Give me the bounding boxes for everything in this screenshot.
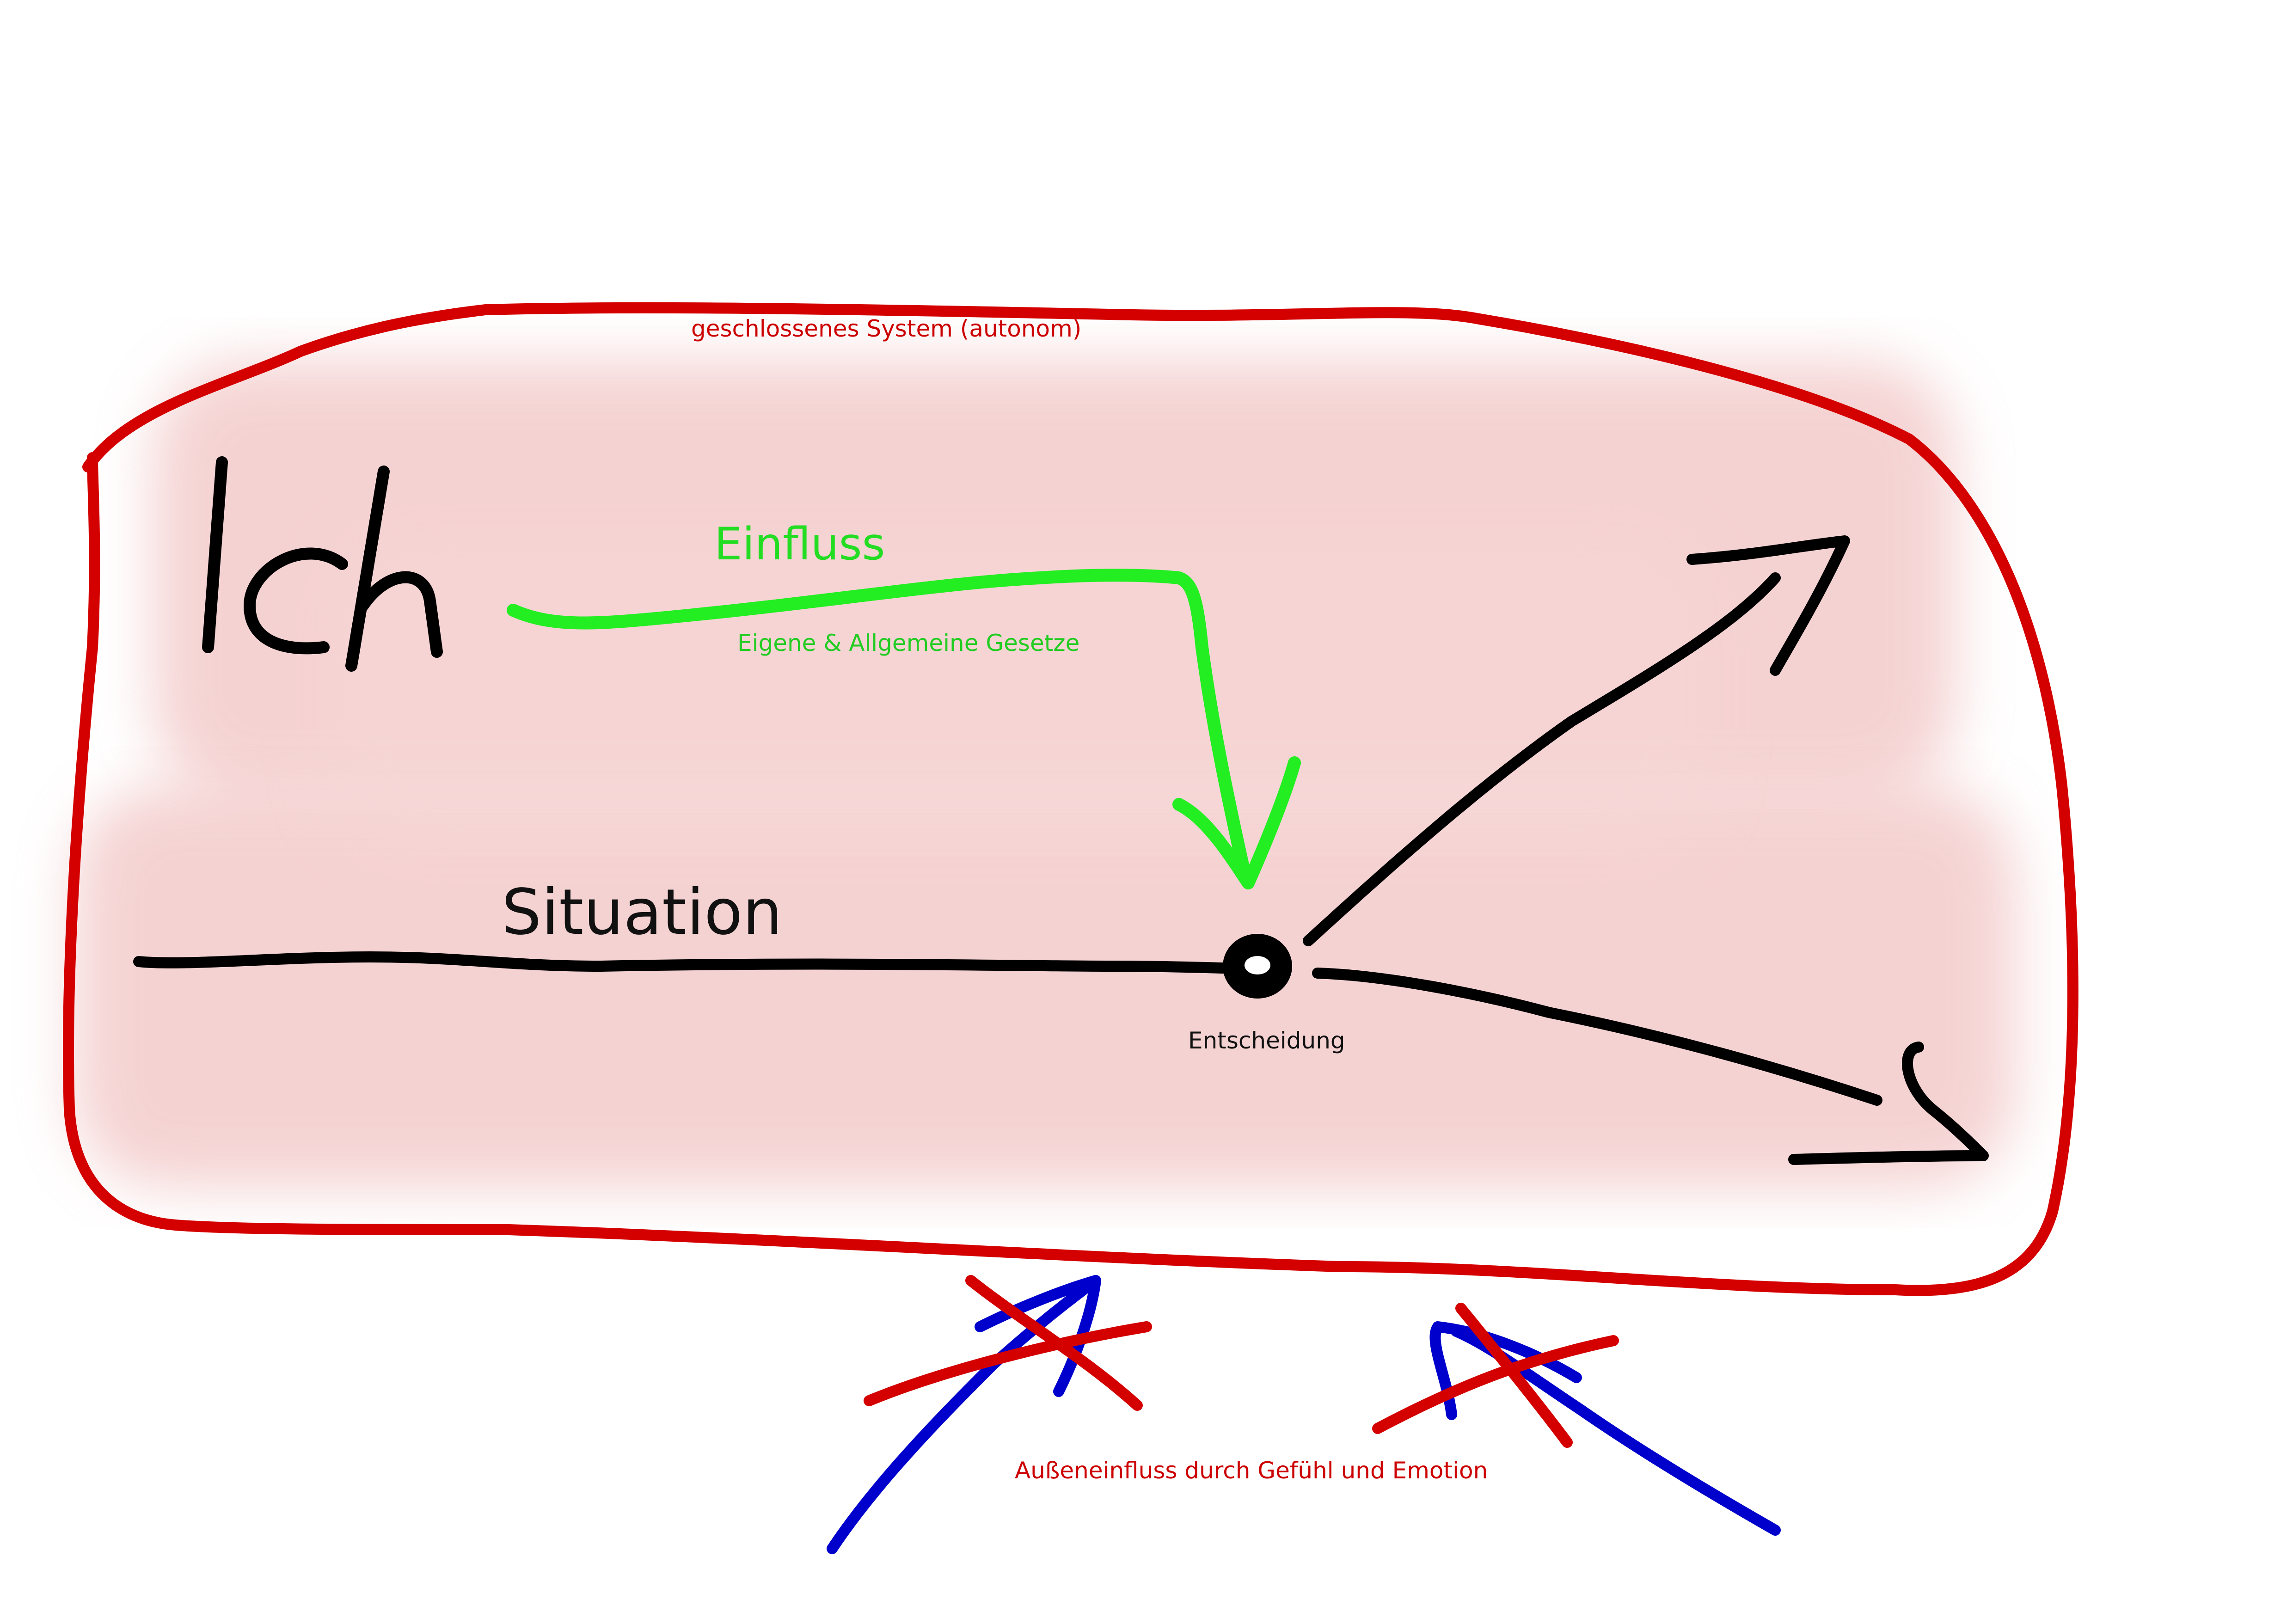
situation-line bbox=[133, 951, 1254, 974]
outside-arrow-left bbox=[827, 1275, 1101, 1554]
situation-label: Situation bbox=[502, 876, 782, 949]
outside-label: Außeneinfluss durch Gefühl und Emotion bbox=[1015, 1457, 1488, 1484]
einfluss-arrow bbox=[507, 569, 1250, 876]
entscheidung-label: Entscheidung bbox=[1188, 1027, 1345, 1054]
cross-out-left bbox=[864, 1275, 1152, 1411]
branch-up-arrow bbox=[1303, 572, 1781, 946]
branch-down-arrowhead bbox=[1788, 1042, 1989, 1165]
decision-node bbox=[1223, 934, 1292, 999]
cross-out-right bbox=[1372, 1303, 1619, 1448]
ich-label bbox=[202, 456, 443, 672]
einfluss-arrowhead bbox=[1172, 756, 1301, 889]
einfluss-label: Einfluss bbox=[714, 518, 885, 570]
system-fill bbox=[74, 361, 2016, 1188]
einfluss-sublabel: Eigene & Allgemeine Gesetze bbox=[737, 630, 1079, 656]
system-border bbox=[63, 302, 2078, 1296]
branch-up-arrowhead bbox=[1686, 535, 1850, 676]
branch-down-arrow bbox=[1312, 968, 1882, 1106]
system-label: geschlossenes System (autonom) bbox=[691, 315, 1081, 342]
